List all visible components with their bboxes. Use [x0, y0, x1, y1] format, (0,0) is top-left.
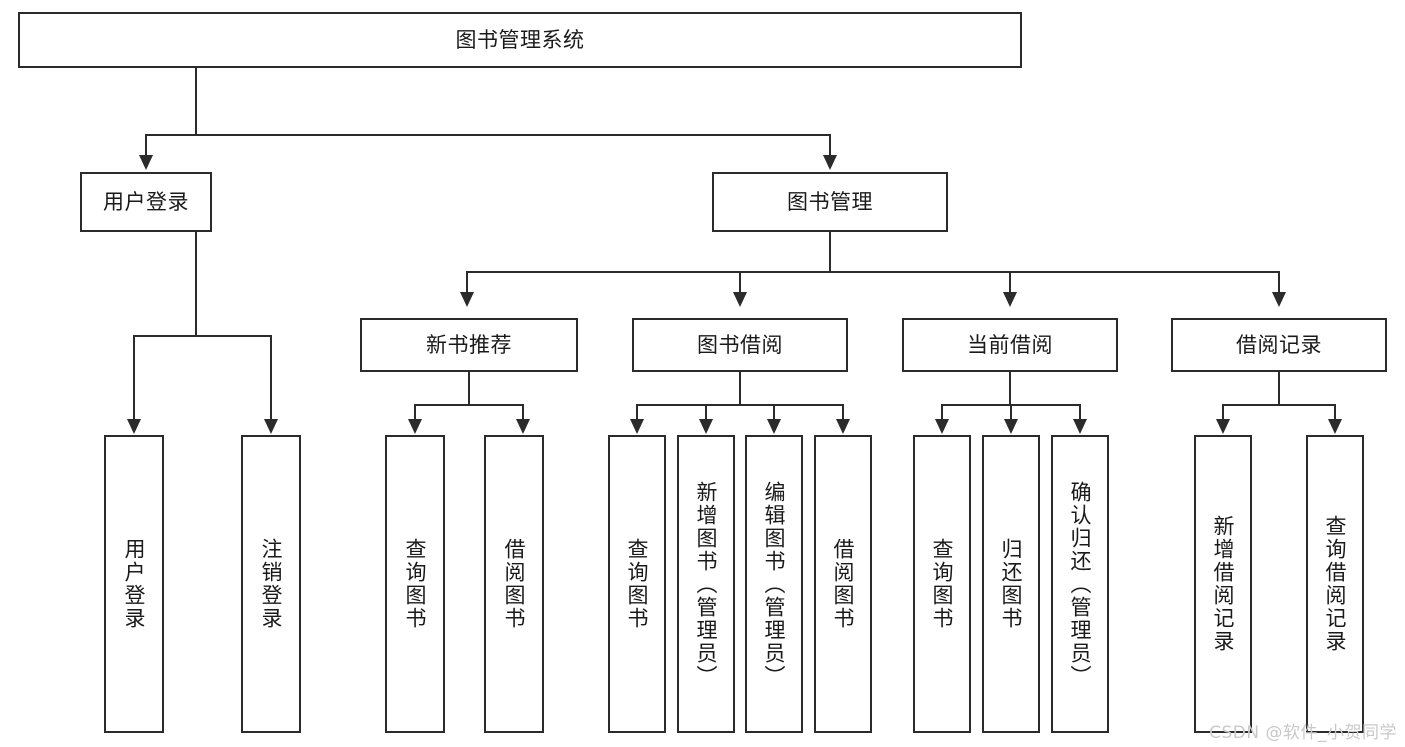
node-leaf-add-book-label: 新增图书（管理员） — [694, 480, 719, 688]
node-leaf-return-book-label: 归还图书 — [999, 538, 1024, 630]
edge-book-borrow-to-leaf-4 — [842, 404, 844, 420]
edge-book-manage-to-current-borrow — [1009, 271, 1011, 293]
node-leaf-user-login[interactable]: 用户登录 — [104, 435, 164, 733]
edge-book-borrow-to-leaf-1 — [636, 404, 638, 420]
edge-new-book-bus — [414, 404, 524, 406]
edge-current-borrow-to-leaf-2 — [1010, 404, 1012, 420]
node-leaf-add-book[interactable]: 新增图书（管理员） — [677, 435, 735, 733]
arrow-current-borrow-to-leaf-2 — [1004, 419, 1018, 434]
edge-borrow-record-to-leaf-1 — [1222, 404, 1224, 420]
node-new-book-recommend-label: 新书推荐 — [426, 332, 512, 357]
node-leaf-query-book-3[interactable]: 查询图书 — [913, 435, 971, 733]
arrow-borrow-record-to-leaf-2 — [1328, 419, 1342, 434]
node-leaf-confirm-return[interactable]: 确认归还（管理员） — [1051, 435, 1109, 733]
arrow-book-borrow-to-leaf-3 — [767, 419, 781, 434]
node-new-book-recommend[interactable]: 新书推荐 — [360, 318, 578, 372]
edge-user-login-to-leaf-1 — [133, 335, 135, 420]
node-leaf-borrow-book-1-label: 借阅图书 — [502, 538, 527, 630]
edge-borrow-record-bus — [1222, 404, 1336, 406]
edge-book-manage-bus — [466, 271, 1280, 273]
arrow-root-to-user-login — [139, 155, 153, 170]
arrow-borrow-record-to-leaf-1 — [1216, 419, 1230, 434]
watermark-text: CSDN @软件_小贺同学 — [1209, 723, 1397, 743]
arrow-user-login-to-leaf-2 — [264, 419, 278, 434]
node-leaf-edit-book[interactable]: 编辑图书（管理员） — [745, 435, 803, 733]
arrow-new-book-to-leaf-1 — [408, 419, 422, 434]
arrow-book-manage-to-book-borrow — [733, 292, 747, 307]
node-user-login-label: 用户登录 — [103, 189, 189, 214]
edge-root-to-user-login — [145, 134, 147, 156]
arrow-current-borrow-to-leaf-1 — [935, 419, 949, 434]
node-current-borrow[interactable]: 当前借阅 — [902, 318, 1118, 372]
node-leaf-query-book-2[interactable]: 查询图书 — [608, 435, 666, 733]
node-book-manage[interactable]: 图书管理 — [712, 172, 948, 232]
edge-user-login-stem — [195, 232, 197, 336]
edge-book-borrow-to-leaf-3 — [773, 404, 775, 420]
node-root-label: 图书管理系统 — [455, 27, 585, 52]
edge-book-borrow-to-leaf-2 — [705, 404, 707, 420]
node-leaf-borrow-book-1[interactable]: 借阅图书 — [484, 435, 544, 733]
edge-current-borrow-to-leaf-1 — [941, 404, 943, 420]
node-book-manage-label: 图书管理 — [787, 189, 873, 214]
node-leaf-logout-label: 注销登录 — [259, 538, 284, 630]
edge-new-book-stem — [468, 372, 470, 405]
edge-new-book-to-leaf-2 — [522, 404, 524, 420]
edge-book-borrow-stem — [739, 372, 741, 405]
edge-borrow-record-to-leaf-2 — [1334, 404, 1336, 420]
arrow-new-book-to-leaf-2 — [516, 419, 530, 434]
node-leaf-query-book-3-label: 查询图书 — [930, 538, 955, 630]
edge-user-login-to-leaf-2 — [270, 335, 272, 420]
node-leaf-add-record-label: 新增借阅记录 — [1211, 515, 1236, 653]
arrow-book-borrow-to-leaf-2 — [699, 419, 713, 434]
arrow-book-borrow-to-leaf-1 — [630, 419, 644, 434]
arrow-book-manage-to-new-book — [460, 292, 474, 307]
node-borrow-record-label: 借阅记录 — [1236, 332, 1322, 357]
arrow-book-manage-to-borrow-record — [1272, 292, 1286, 307]
node-borrow-record[interactable]: 借阅记录 — [1171, 318, 1387, 372]
edge-new-book-to-leaf-1 — [414, 404, 416, 420]
node-leaf-add-record[interactable]: 新增借阅记录 — [1194, 435, 1252, 733]
arrow-root-to-book-manage — [823, 155, 837, 170]
node-leaf-return-book[interactable]: 归还图书 — [982, 435, 1040, 733]
node-leaf-borrow-book-2[interactable]: 借阅图书 — [814, 435, 872, 733]
edge-borrow-record-stem — [1278, 372, 1280, 405]
edge-book-manage-stem — [829, 232, 831, 272]
node-leaf-query-book-2-label: 查询图书 — [625, 538, 650, 630]
node-user-login[interactable]: 用户登录 — [80, 172, 212, 232]
arrow-user-login-to-leaf-1 — [127, 419, 141, 434]
node-book-borrow-label: 图书借阅 — [697, 332, 783, 357]
node-leaf-edit-book-label: 编辑图书（管理员） — [762, 480, 787, 688]
node-leaf-query-book-1[interactable]: 查询图书 — [385, 435, 445, 733]
edge-current-borrow-to-leaf-3 — [1079, 404, 1081, 420]
node-root[interactable]: 图书管理系统 — [18, 12, 1022, 68]
edge-root-to-book-manage — [829, 134, 831, 156]
edge-user-login-bus — [133, 335, 272, 337]
edge-book-manage-to-book-borrow — [739, 271, 741, 293]
edge-root-stem — [195, 68, 197, 135]
node-current-borrow-label: 当前借阅 — [967, 332, 1053, 357]
edge-current-borrow-stem — [1009, 372, 1011, 405]
node-leaf-user-login-label: 用户登录 — [122, 538, 147, 630]
arrow-book-manage-to-current-borrow — [1003, 292, 1017, 307]
node-leaf-query-record[interactable]: 查询借阅记录 — [1306, 435, 1364, 733]
node-leaf-query-book-1-label: 查询图书 — [403, 538, 428, 630]
edge-book-borrow-bus — [636, 404, 844, 406]
node-leaf-logout[interactable]: 注销登录 — [241, 435, 301, 733]
node-leaf-borrow-book-2-label: 借阅图书 — [831, 538, 856, 630]
edge-book-manage-to-borrow-record — [1278, 271, 1280, 293]
edge-book-manage-to-new-book — [466, 271, 468, 293]
arrow-book-borrow-to-leaf-4 — [836, 419, 850, 434]
node-book-borrow[interactable]: 图书借阅 — [632, 318, 848, 372]
edge-root-bus — [145, 134, 831, 136]
arrow-current-borrow-to-leaf-3 — [1073, 419, 1087, 434]
node-leaf-confirm-return-label: 确认归还（管理员） — [1068, 480, 1093, 688]
node-leaf-query-record-label: 查询借阅记录 — [1323, 515, 1348, 653]
